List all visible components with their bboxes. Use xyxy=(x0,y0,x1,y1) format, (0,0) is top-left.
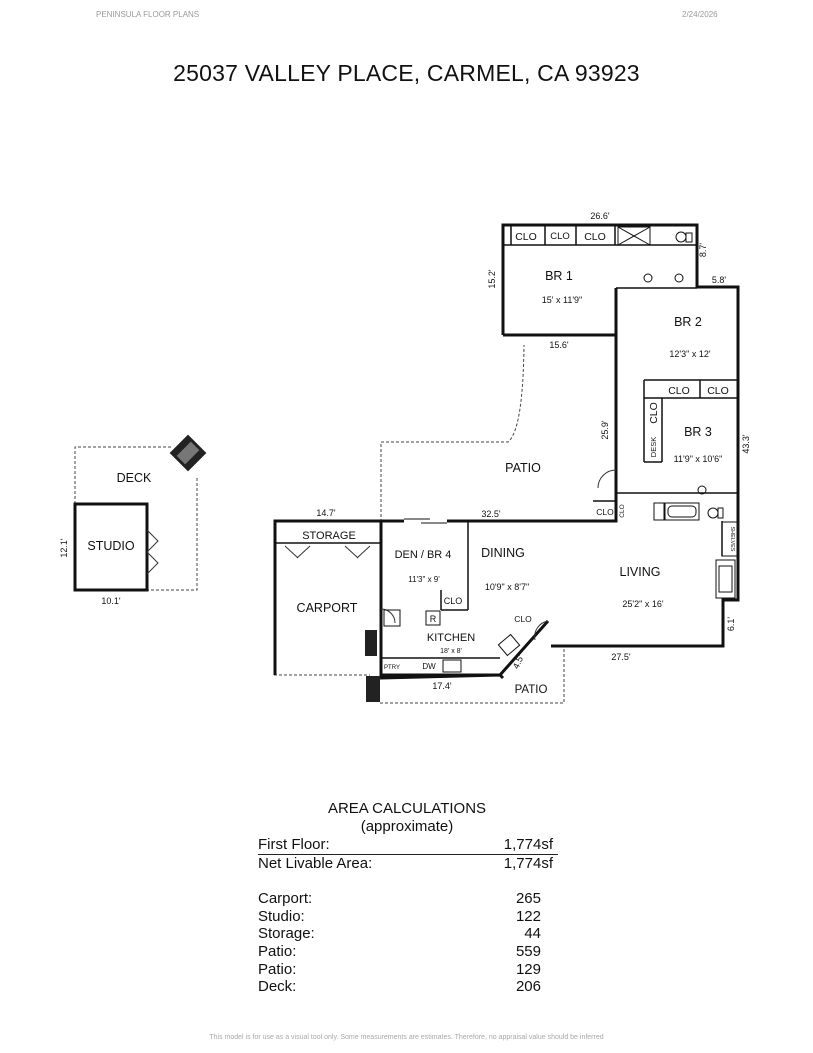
dim-studio-height: 12.1' xyxy=(59,538,69,558)
dim-carport-top: 14.7' xyxy=(316,508,336,518)
area-label: Storage: xyxy=(258,925,315,943)
kitchen-fixtures xyxy=(383,502,739,673)
area-value: 265 xyxy=(515,890,541,908)
dim-living-bottom: 27.5' xyxy=(611,652,631,662)
area-value: 129 xyxy=(515,960,541,978)
room-dining-label: DINING xyxy=(481,546,525,560)
closet-label-br1-c: CLO xyxy=(584,231,606,243)
area-row-net-livable: Net Livable Area: 1,774sf xyxy=(258,855,558,873)
area-row-storage: Storage: 44 xyxy=(258,925,558,943)
room-br2-label: BR 2 xyxy=(674,315,702,329)
room-living-size: 25'2" x 16' xyxy=(622,599,663,609)
room-living-label: LIVING xyxy=(620,565,661,579)
dim-kitchen-angle: 4.5' xyxy=(511,653,526,670)
area-calculations-subheading: (approximate) xyxy=(360,818,454,835)
room-br1-size: 15' x 11'9" xyxy=(542,295,583,305)
dim-step: 5.8' xyxy=(712,275,727,285)
dim-patio-right: 25.9' xyxy=(600,420,610,440)
area-label: Patio: xyxy=(258,960,297,978)
area-calculations: AREA CALCULATIONS (approximate) First Fl… xyxy=(258,800,558,996)
area-value: 44 xyxy=(524,925,541,943)
dim-bath-right: 8.7' xyxy=(698,243,708,258)
room-den-label: DEN / BR 4 xyxy=(395,549,452,561)
area-value: 1,774sf xyxy=(503,836,553,853)
door-swings xyxy=(146,469,617,641)
dim-br1-bottom: 15.6' xyxy=(549,340,569,350)
closet-label-hall: CLO xyxy=(596,507,614,517)
exterior-fixtures xyxy=(169,434,380,702)
room-br1-label: BR 1 xyxy=(545,269,573,283)
room-patio-main-label: PATIO xyxy=(505,461,541,475)
company-name: PENINSULA FLOOR PLANS xyxy=(96,10,200,19)
property-address-title: 25037 VALLEY PLACE, CARMEL, CA 93923 xyxy=(173,60,640,86)
closet-label-br1-a: CLO xyxy=(515,231,537,243)
plan-date: 2/24/2026 xyxy=(682,10,718,19)
area-row-carport: Carport: 265 xyxy=(258,890,558,908)
closet-label-br3-a: CLO xyxy=(668,385,690,397)
shelves-label: SHELVES xyxy=(729,527,735,552)
area-row-patio-main: Patio: 559 xyxy=(258,943,558,961)
area-label: Net Livable Area: xyxy=(258,854,373,872)
room-kitchen-label: KITCHEN xyxy=(427,632,475,644)
dim-kitchen-bottom: 17.4' xyxy=(432,681,452,691)
room-dining-size: 10'9" x 8'7" xyxy=(485,582,529,592)
area-row-first-floor: First Floor: 1,774sf xyxy=(258,836,558,855)
bath-fixtures xyxy=(617,226,724,521)
closet-label-hall-side: CLO xyxy=(619,504,626,517)
closet-label-den: CLO xyxy=(444,596,463,606)
room-br2-size: 12'3" x 12' xyxy=(669,349,710,359)
room-storage-label: STORAGE xyxy=(302,530,356,542)
dishwasher-label: DW xyxy=(422,662,436,671)
dim-east: 43.3' xyxy=(741,434,751,454)
area-row-patio-small: Patio: 129 xyxy=(258,961,558,979)
room-deck-label: DECK xyxy=(117,471,152,485)
dim-living-jog: 6.1' xyxy=(726,617,736,632)
area-value: 1,774sf xyxy=(503,854,553,872)
room-den-size: 11'3" x 9' xyxy=(408,575,440,584)
area-label: Deck: xyxy=(258,978,297,996)
closet-label-br1-b: CLO xyxy=(550,231,570,242)
dim-studio-width: 10.1' xyxy=(101,596,121,606)
area-row-deck: Deck: 206 xyxy=(258,978,558,996)
interior-walls xyxy=(275,225,738,659)
area-value: 206 xyxy=(515,978,541,996)
area-label: Patio: xyxy=(258,942,297,960)
room-patio-small-label: PATIO xyxy=(515,684,548,696)
area-value: 559 xyxy=(515,942,541,960)
dim-top: 26.6' xyxy=(590,211,610,221)
refrigerator-label: R xyxy=(430,614,437,624)
area-row-studio: Studio: 122 xyxy=(258,908,558,926)
closet-label-br3-b: CLO xyxy=(707,385,729,397)
area-label: Studio: xyxy=(258,907,305,925)
room-br3-size: 11'9" x 10'6" xyxy=(674,454,723,464)
closet-label-br3-side: CLO xyxy=(648,402,660,424)
room-studio-label: STUDIO xyxy=(87,539,135,553)
closet-label-kitchen: CLO xyxy=(514,614,532,624)
area-label: First Floor: xyxy=(258,836,330,853)
outdoor-area-outlines xyxy=(74,344,565,704)
exterior-walls xyxy=(73,223,740,680)
disclaimer-footer: This model is for use as a visual tool o… xyxy=(209,1034,604,1041)
area-value: 122 xyxy=(515,907,541,925)
desk-label: DESK xyxy=(649,437,658,457)
room-kitchen-size: 18' x 8' xyxy=(440,648,462,655)
room-br3-label: BR 3 xyxy=(684,425,712,439)
dim-br1-left: 15.2' xyxy=(487,269,497,289)
sliding-doors xyxy=(404,518,447,524)
dim-patio-bottom: 32.5' xyxy=(481,509,501,519)
area-calculations-heading: AREA CALCULATIONS xyxy=(327,800,487,817)
pantry-label: PTRY xyxy=(384,665,400,671)
area-label: Carport: xyxy=(258,890,313,908)
room-carport-label: CARPORT xyxy=(297,601,358,615)
